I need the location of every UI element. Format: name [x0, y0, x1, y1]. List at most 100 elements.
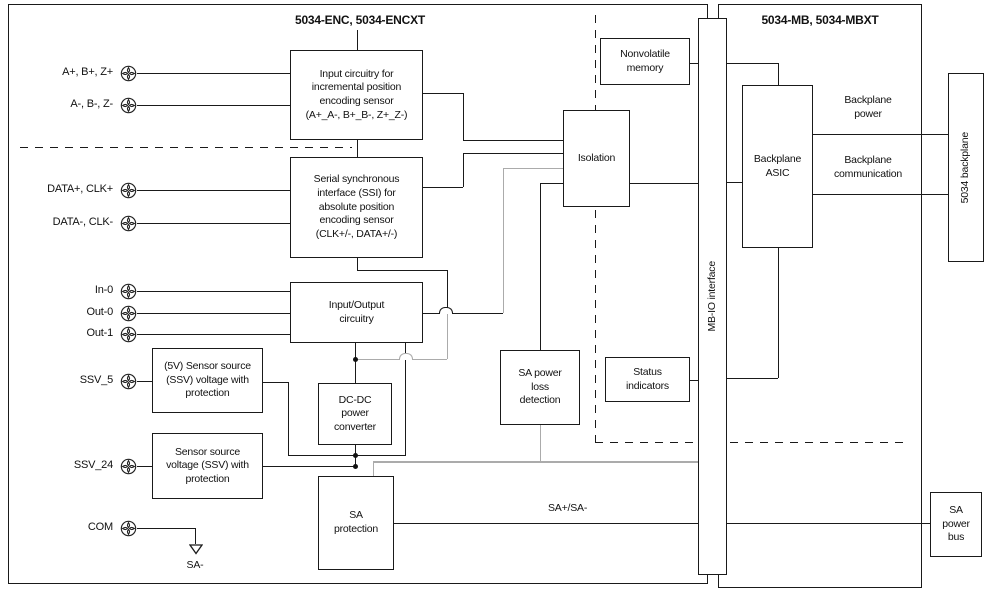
terminal-label: DATA+, CLK+	[47, 183, 113, 195]
wire	[451, 313, 503, 314]
wire	[463, 93, 464, 140]
terminal-screw-icon	[120, 97, 137, 114]
terminal-screw-icon	[120, 182, 137, 199]
wire	[447, 270, 448, 313]
terminal-screw-icon	[120, 458, 137, 475]
wire	[411, 359, 447, 360]
terminal-screw-icon	[120, 326, 137, 343]
wire	[137, 381, 152, 382]
backplane-5034-label: 5034 backplane	[959, 131, 972, 204]
terminal-label: COM	[87, 521, 113, 533]
wire	[423, 187, 463, 188]
wire	[503, 168, 563, 169]
terminal-screw-icon	[120, 373, 137, 390]
wire-hop	[399, 353, 413, 360]
label-backplane-power: Backplane power	[844, 94, 892, 121]
label-backplane-communication: Backplane communication	[833, 154, 902, 181]
terminal-screw-icon	[120, 520, 137, 537]
block-sa-protection: SA protection	[318, 476, 394, 570]
wire	[137, 105, 290, 106]
block-sa-power-bus: SA power bus	[930, 492, 982, 557]
block-nonvolatile-memory: Nonvolatile memory	[600, 38, 690, 85]
block-ssv5-protection: (5V) Sensor source (SSV) voltage with pr…	[152, 348, 263, 413]
terminal-label: A+, B+, Z+	[62, 66, 113, 78]
label-sa-minus: SA-	[186, 559, 204, 571]
wire-sa-plus-minus	[394, 523, 930, 524]
wire	[630, 183, 698, 184]
block-dcdc-converter: DC-DC power converter	[318, 383, 392, 445]
wire	[540, 425, 541, 462]
terminal-screw-icon	[120, 283, 137, 300]
junction-dot	[353, 464, 358, 469]
wire-backplane-communication	[813, 194, 948, 195]
wire	[357, 270, 447, 271]
wire	[690, 380, 700, 381]
block-io-circuitry: Input/Output circuitry	[290, 282, 423, 343]
block-sa-power-loss-detection: SA power loss detection	[500, 350, 580, 425]
wire-hop	[439, 307, 453, 314]
block-mb-io-interface: MB-IO interface	[698, 18, 727, 575]
terminal-screw-icon	[120, 65, 137, 82]
label-sa-plus-minus: SA+/SA-	[548, 502, 588, 514]
wire	[373, 461, 374, 476]
terminal-label: Out-1	[86, 327, 113, 339]
wire	[357, 30, 358, 50]
wire	[355, 343, 356, 383]
wire	[778, 63, 779, 85]
terminal-label: SSV_5	[79, 374, 113, 386]
wire	[447, 313, 448, 359]
wire-backplane-power	[813, 134, 948, 135]
terminal-label: In-0	[94, 284, 113, 296]
junction-dot	[353, 453, 358, 458]
wire	[357, 258, 358, 270]
wire	[463, 140, 563, 141]
wire	[137, 466, 152, 467]
wire-sa-rail	[373, 461, 698, 463]
terminal-screw-icon	[120, 215, 137, 232]
terminal-label: DATA-, CLK-	[52, 216, 114, 228]
wire	[778, 248, 779, 378]
wire	[727, 63, 778, 64]
terminal-label: A-, B-, Z-	[70, 98, 113, 110]
wire	[288, 382, 289, 455]
terminal-screw-icon	[120, 305, 137, 322]
wire	[263, 466, 355, 467]
wire	[405, 343, 406, 455]
wire	[690, 63, 700, 64]
wire	[288, 455, 406, 456]
wire	[137, 223, 290, 224]
wire	[137, 190, 290, 191]
terminal-label: SSV_24	[73, 459, 113, 471]
block-backplane-asic: Backplane ASIC	[742, 85, 813, 248]
block-input-circuitry: Input circuitry for incremental position…	[290, 50, 423, 140]
wire	[727, 378, 778, 379]
wire	[357, 140, 358, 157]
wire	[463, 153, 563, 154]
wire	[137, 528, 195, 529]
mb-io-interface-label: MB-IO interface	[705, 261, 718, 332]
junction-dot	[353, 357, 358, 362]
wire	[357, 359, 399, 360]
wire	[137, 291, 290, 292]
block-5034-backplane: 5034 backplane	[948, 73, 984, 262]
right-module-title: 5034-MB, 5034-MBXT	[761, 13, 879, 27]
wire	[137, 334, 290, 335]
wire	[540, 183, 541, 350]
wire	[423, 93, 463, 94]
terminal-label: Out-0	[86, 306, 113, 318]
wire	[503, 168, 504, 313]
wire	[137, 313, 290, 314]
wire	[263, 382, 288, 383]
ground-symbol-sa-minus	[189, 544, 203, 555]
wire	[137, 73, 290, 74]
left-module-title: 5034-ENC, 5034-ENCXT	[294, 13, 426, 27]
block-ssi-interface: Serial synchronous interface (SSI) for a…	[290, 157, 423, 258]
dashed-divider-vertical	[595, 15, 597, 442]
wire	[463, 153, 464, 187]
block-status-indicators: Status indicators	[605, 357, 690, 402]
wire	[423, 313, 439, 314]
wire	[195, 528, 196, 544]
dashed-divider-bottom	[595, 442, 905, 444]
wire	[727, 182, 742, 183]
